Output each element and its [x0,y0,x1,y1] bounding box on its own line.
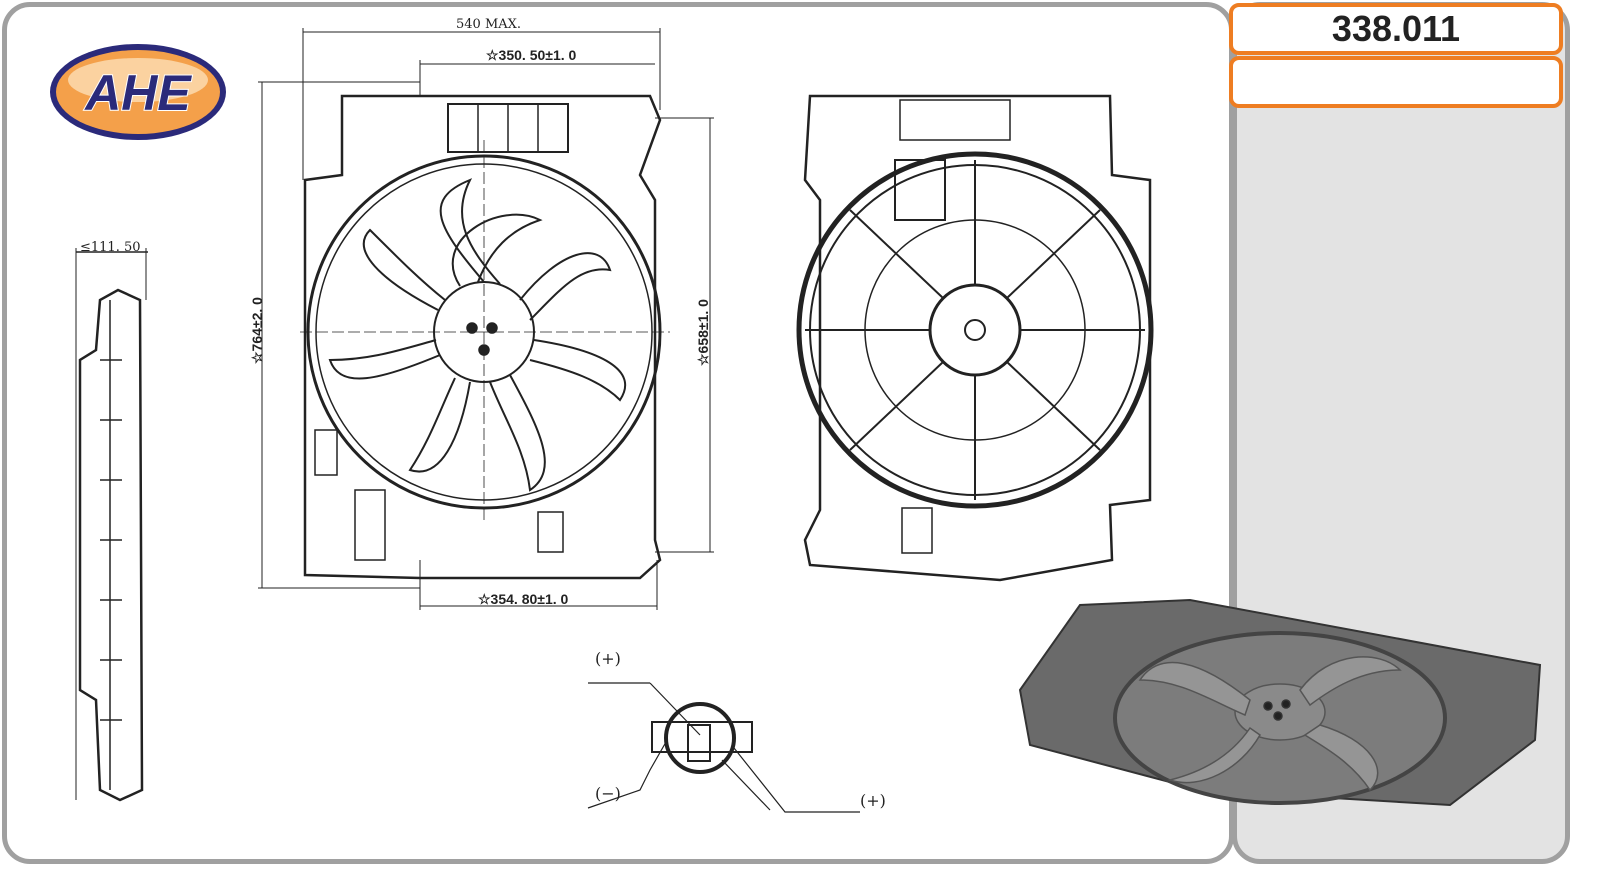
depth-dimension: ≤111. 50 [80,240,141,255]
side-view [75,248,148,802]
fan-render-3d [1018,598,1542,807]
connector-plus-label-right: (+) [860,791,886,810]
secondary-code-box [1229,56,1563,108]
front-view [258,28,714,610]
bottom-mount-dimension: ☆354. 80±1. 0 [478,591,569,607]
product-code: 338.011 [1229,3,1563,55]
top-mount-dimension: ☆350. 50±1. 0 [486,47,577,63]
overall-width-dimension: 540 MAX. [456,17,521,32]
connector-plus-label: (+) [595,649,621,668]
height-dimension: ☆764±2. 0 [249,297,265,364]
ahe-logo: AHE [50,44,226,140]
svg-text:AHE: AHE [83,65,192,121]
connector-detail [587,682,860,813]
inner-height-dimension: ☆658±1. 0 [695,299,711,366]
connector-minus-label: (−) [595,784,621,803]
rear-view [796,94,1154,582]
